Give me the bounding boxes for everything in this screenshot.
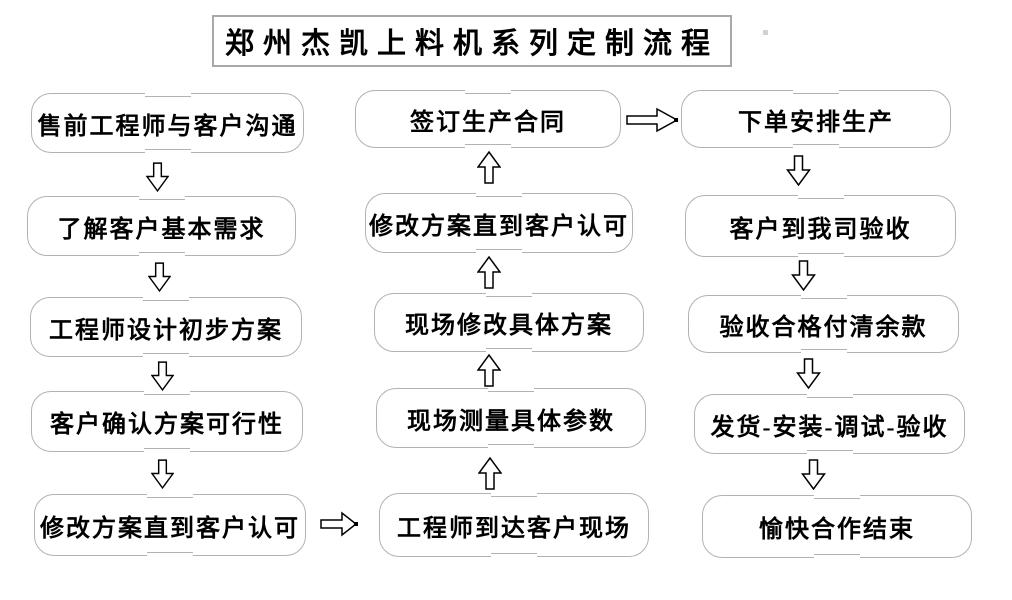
arrow-down-icon bbox=[146, 162, 169, 192]
flow-box-middle-4: 现场测量具体参数 bbox=[376, 388, 646, 448]
flow-box-left-3: 工程师设计初步方案 bbox=[30, 297, 302, 357]
arrow-down-icon bbox=[791, 260, 816, 291]
arrow-right-icon bbox=[626, 107, 679, 133]
flow-box-right-2: 客户到我司验收 bbox=[685, 195, 956, 257]
flow-box-left-2: 了解客户基本需求 bbox=[27, 196, 296, 256]
flow-box-middle-3: 现场修改具体方案 bbox=[374, 293, 644, 352]
arrow-down-icon bbox=[786, 155, 811, 186]
flow-box-left-5: 修改方案直到客户认可 bbox=[34, 494, 306, 556]
arrow-up-icon bbox=[477, 353, 501, 387]
arrow-down-icon bbox=[148, 262, 171, 292]
flow-box-right-1: 下单安排生产 bbox=[681, 90, 951, 148]
flow-box-middle-1: 签订生产合同 bbox=[355, 90, 621, 148]
flow-box-middle-5: 工程师到达客户现场 bbox=[379, 493, 649, 557]
arrow-down-icon bbox=[151, 361, 174, 391]
flow-box-middle-2: 修改方案直到客户认可 bbox=[365, 193, 633, 253]
anchor-dot bbox=[763, 30, 768, 35]
flow-box-left-4: 客户确认方案可行性 bbox=[31, 391, 303, 452]
arrow-up-icon bbox=[477, 150, 501, 184]
arrow-down-icon bbox=[801, 459, 826, 490]
arrow-up-icon bbox=[477, 255, 501, 289]
flow-box-right-3: 验收合格付清余款 bbox=[688, 295, 959, 353]
page-title: 郑州杰凯上料机系列定制流程 bbox=[212, 15, 732, 67]
arrow-right-icon bbox=[320, 511, 358, 537]
arrow-up-icon bbox=[478, 456, 502, 490]
flow-box-left-1: 售前工程师与客户沟通 bbox=[31, 93, 304, 153]
flow-box-right-5: 愉快合作结束 bbox=[702, 495, 972, 558]
arrow-down-icon bbox=[796, 358, 821, 389]
arrow-down-icon bbox=[151, 459, 174, 489]
flow-box-right-4: 发货-安装-调试-验收 bbox=[694, 394, 965, 454]
